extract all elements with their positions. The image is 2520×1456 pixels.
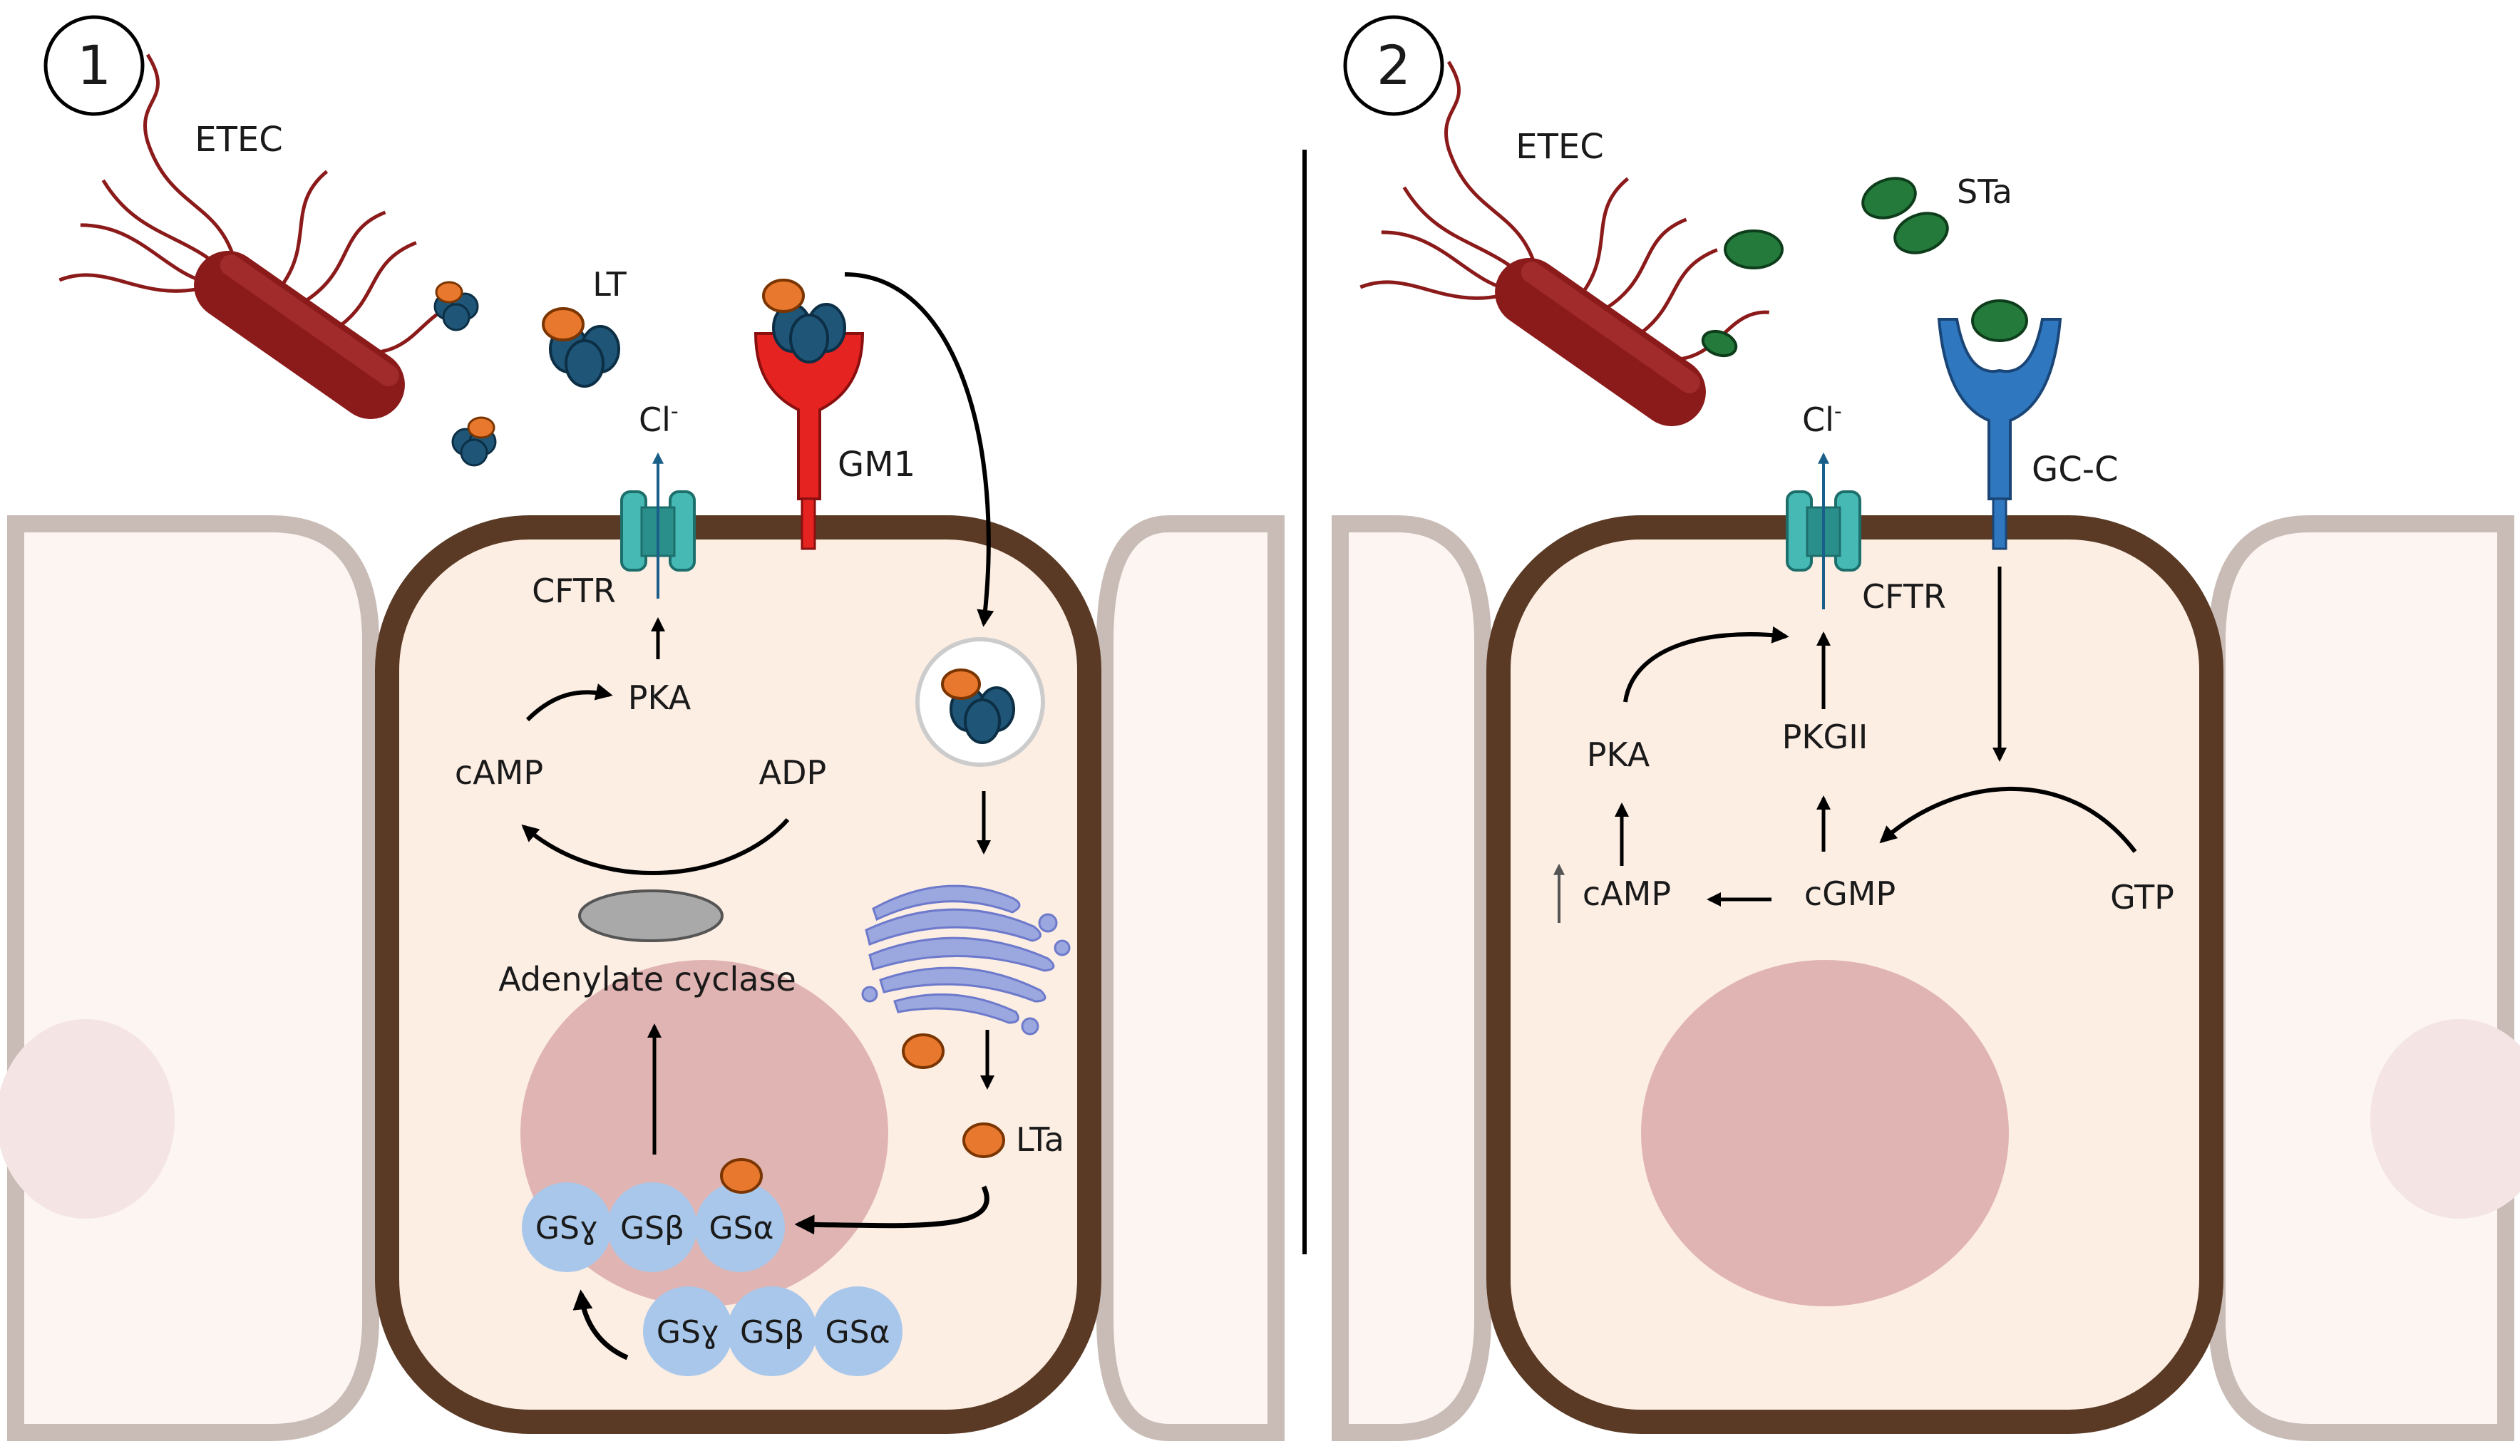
lta-label: LTa	[1016, 1120, 1064, 1159]
chloride-label: Cl-	[639, 399, 679, 439]
arrow-gs-activation	[572, 1289, 629, 1361]
gm1-label: GM1	[838, 445, 915, 485]
gs-alpha-active: GSα	[709, 1210, 773, 1246]
gs-alpha-inactive: GSα	[825, 1314, 890, 1351]
arrow-pka-to-cftr-2	[1623, 626, 1789, 703]
cgmp-label: cGMP	[1804, 874, 1896, 913]
gs-beta-inactive: GSβ	[740, 1314, 804, 1351]
sta-bound-gcc	[1971, 299, 2028, 342]
panel-2-number: 2	[1377, 33, 1411, 97]
panel-1-number: 1	[77, 33, 111, 97]
etec-bacterium	[58, 53, 468, 419]
pka-label-2: PKA	[1587, 735, 1650, 774]
sta-toxins	[1701, 177, 1949, 358]
lt-toxin-small-1	[433, 281, 479, 331]
lta-fragment	[902, 1033, 945, 1069]
gcc-label: GC-C	[2032, 450, 2119, 490]
panel-2: 2	[1332, 15, 2520, 1441]
chloride-label-2: Cl-	[1802, 399, 1842, 439]
arrow-lta-to-gs	[794, 1185, 989, 1235]
gs-beta-active: GSβ	[620, 1210, 684, 1246]
golgi-apparatus	[861, 884, 1071, 1036]
arrow-endocytosis	[844, 272, 994, 627]
etec-label: ETEC	[195, 120, 283, 160]
host-cell-2	[1486, 515, 2223, 1434]
gs-gamma-active: GSɣ	[535, 1210, 598, 1246]
endosome	[915, 637, 1045, 767]
lt-toxin-small-2	[451, 416, 497, 467]
panel-2-number-badge: 2	[1343, 15, 1444, 116]
neighbor-cell-left-2	[1332, 515, 1491, 1441]
arrow-adp-to-camp	[521, 818, 790, 875]
neighbor-cell-left	[0, 515, 379, 1441]
panel-1-number-badge: 1	[43, 15, 145, 116]
lta-bound-gs-alpha	[720, 1158, 763, 1194]
camp-label: cAMP	[455, 753, 543, 792]
gcc-receptor	[1937, 299, 2062, 550]
neighbor-cell-right	[1096, 515, 1285, 1441]
lta-shape	[962, 1122, 1005, 1158]
pka-label: PKA	[628, 678, 691, 717]
sta-label: STa	[1957, 172, 2012, 211]
lt-label: LT	[592, 265, 627, 304]
neighbor-cell-right-2	[2208, 515, 2520, 1441]
gs-gamma-inactive: GSɣ	[657, 1314, 719, 1351]
gs-complex-inactive: GSɣ GSβ GSα	[643, 1286, 902, 1376]
etec-label-2: ETEC	[1516, 127, 1604, 167]
neighbor-nucleus	[0, 1019, 175, 1219]
gs-complex-active: GSɣ GSβ GSα	[522, 1158, 785, 1272]
etec-bacterium-2	[1359, 61, 1769, 426]
cftr-label-2: CFTR	[1862, 577, 1946, 616]
adenylate-cyclase-shape	[578, 889, 724, 942]
adenylate-cyclase-label: Adenylate cyclase	[498, 960, 796, 998]
pkgii-label: PKGII	[1782, 718, 1868, 756]
adp-label: ADP	[759, 753, 827, 792]
lt-toxin	[542, 307, 620, 388]
camp-label-2: cAMP	[1583, 874, 1671, 913]
neighbor-nucleus-2	[2370, 1019, 2520, 1219]
gtp-label: GTP	[2110, 878, 2174, 917]
lt-bound-gm1	[762, 279, 846, 363]
arrow-camp-to-pka	[525, 683, 613, 722]
panel-1: 1	[0, 15, 1285, 1441]
nucleus-2	[1641, 960, 2009, 1306]
arrow-gtp-to-cgmp	[1879, 786, 2137, 853]
gm1-receptor	[754, 279, 865, 550]
cftr-label: CFTR	[532, 572, 616, 610]
